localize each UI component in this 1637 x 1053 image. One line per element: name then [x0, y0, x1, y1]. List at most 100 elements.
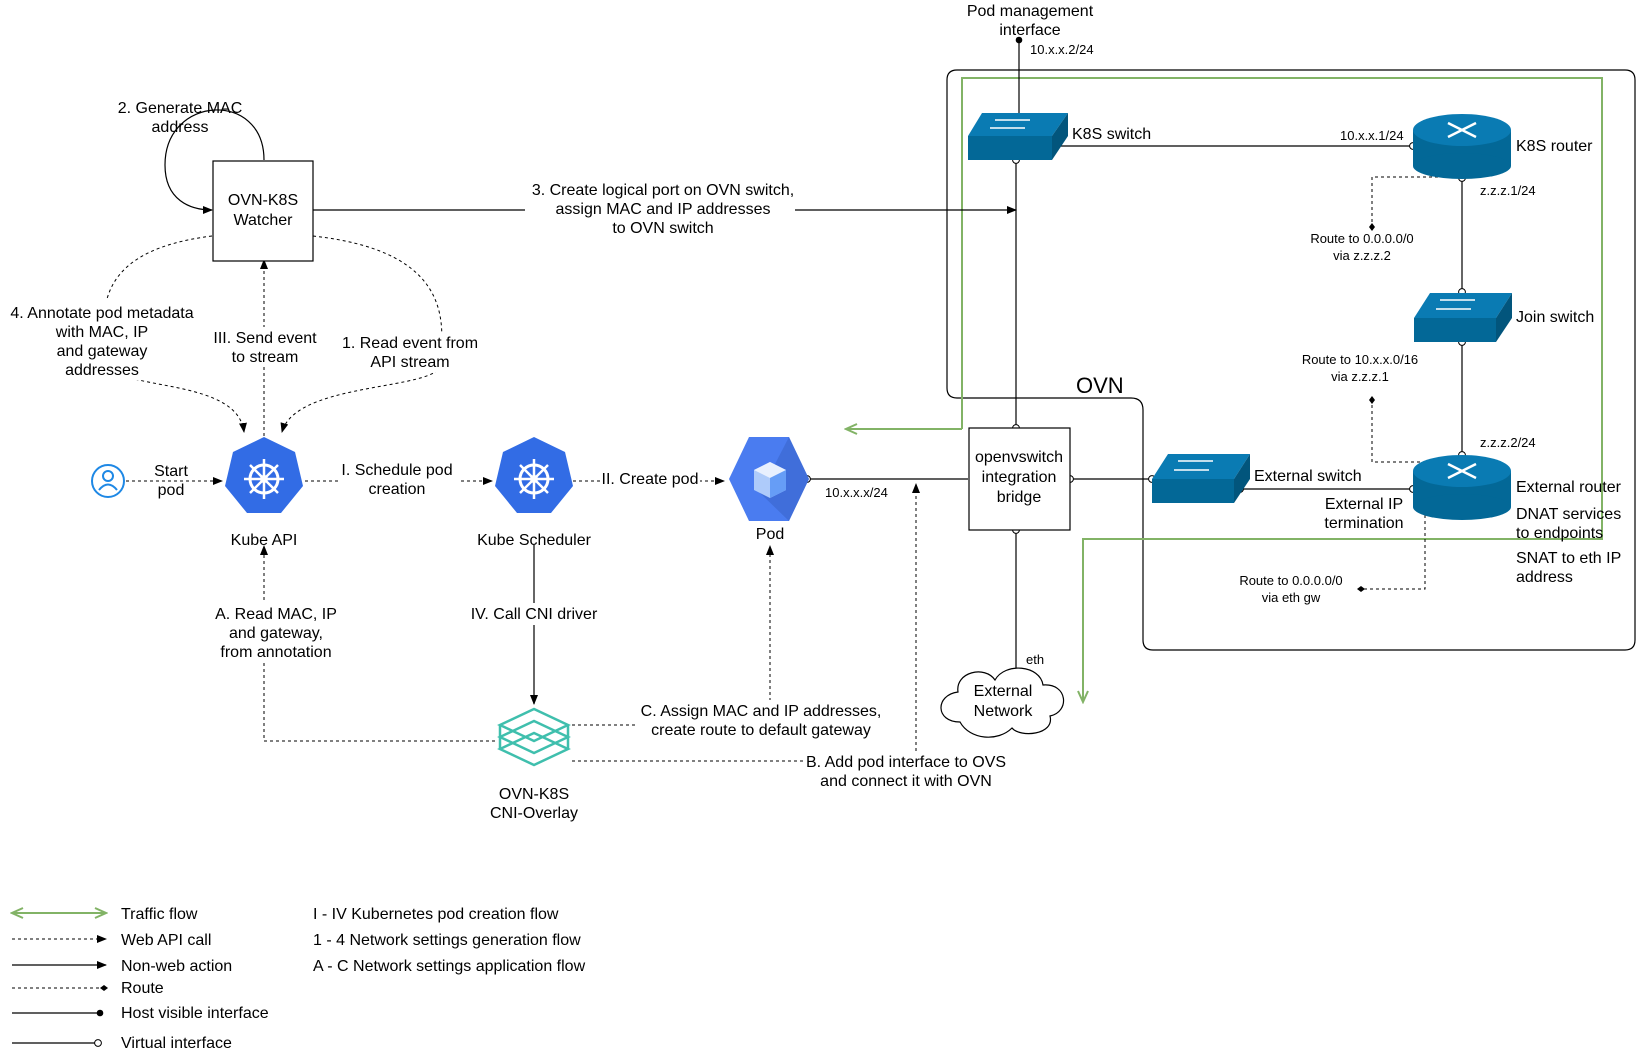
snat-label-1: SNAT to eth IP — [1516, 550, 1621, 567]
generate-mac-loop — [164, 109, 265, 214]
router-k8s-ip: 10.x.x.1/24 — [1340, 128, 1404, 143]
svg-text:addresses: addresses — [65, 362, 139, 379]
dnat-label-1: DNAT services — [1516, 506, 1621, 523]
pod-icon[interactable] — [729, 437, 809, 521]
svg-text:to OVN switch: to OVN switch — [612, 220, 713, 237]
watcher-label-1: OVN-K8S — [228, 192, 298, 209]
schedule-label: I. Schedule pod creation — [338, 458, 458, 498]
annotate-label: 4. Annotate pod metadata with MAC, IP an… — [8, 300, 198, 380]
svg-text:1. Read event from: 1. Read event from — [342, 335, 478, 352]
svg-text:IV. Call CNI driver: IV. Call CNI driver — [471, 606, 598, 623]
svg-text:with MAC, IP: with MAC, IP — [55, 324, 148, 341]
assign-mac-arrow — [572, 545, 774, 726]
ovs-bridge-box[interactable]: openvswitch integration bridge — [968, 427, 1071, 531]
bridge-label-3: bridge — [997, 489, 1042, 506]
route2-line — [1369, 396, 1420, 463]
read-event-label: 1. Read event from API stream — [340, 332, 480, 372]
external-switch-icon[interactable] — [1152, 454, 1250, 503]
svg-text:from annotation: from annotation — [220, 644, 331, 661]
kube-scheduler-icon[interactable] — [495, 437, 573, 513]
k8s-router-label: K8S router — [1516, 138, 1593, 155]
external-switch-label: External switch — [1254, 468, 1362, 485]
dnat-label-2: to endpoints — [1516, 525, 1603, 542]
generate-mac-label-1: 2. Generate MAC — [118, 100, 243, 117]
svg-text:API stream: API stream — [370, 354, 449, 371]
cni-label-2: CNI-Overlay — [490, 805, 578, 822]
mgmt-ip: 10.x.x.2/24 — [1030, 42, 1094, 57]
create-pod-label: II. Create pod — [600, 468, 700, 488]
watcher-label-2: Watcher — [234, 212, 294, 229]
svg-text:I. Schedule pod: I. Schedule pod — [341, 462, 452, 479]
pod-mgmt-label-2: interface — [999, 22, 1060, 39]
svg-text:III. Send event: III. Send event — [213, 330, 317, 347]
route1-label-1: Route to 0.0.0.0/0 — [1310, 231, 1413, 246]
svg-text:II. Create pod: II. Create pod — [602, 471, 699, 488]
bridge-label-2: integration — [982, 469, 1057, 486]
k8s-switch-icon[interactable] — [968, 113, 1068, 160]
external-router-icon[interactable] — [1413, 455, 1511, 520]
read-mac-label: A. Read MAC, IP and gateway, from annota… — [210, 602, 340, 662]
pod-mgmt-label-1: Pod management — [967, 3, 1094, 20]
route2-label-1: Route to 10.x.x.0/16 — [1302, 352, 1418, 367]
call-cni-label: IV. Call CNI driver — [470, 603, 600, 625]
eth-label: eth — [1026, 652, 1044, 667]
cni-overlay-icon[interactable] — [497, 707, 571, 767]
svg-text:to stream: to stream — [232, 349, 299, 366]
external-network-label-1: External — [974, 683, 1033, 700]
external-router-label: External router — [1516, 479, 1622, 496]
route3-label-1: Route to 0.0.0.0/0 — [1239, 573, 1342, 588]
send-event-label: III. Send event to stream — [210, 327, 320, 367]
user-icon[interactable] — [91, 464, 125, 498]
external-ip-label-1: External IP — [1325, 496, 1403, 513]
legend-web: Web API call — [121, 932, 211, 949]
router-z2-ip: z.z.z.2/24 — [1480, 435, 1536, 450]
svg-text:and gateway: and gateway — [57, 343, 148, 360]
svg-text:A. Read MAC, IP: A. Read MAC, IP — [215, 606, 337, 623]
add-iface-label: B. Add pod interface to OVS and connect … — [803, 751, 1008, 791]
assign-mac-label: C. Assign MAC and IP addresses, create r… — [638, 700, 888, 740]
svg-text:and connect it with OVN: and connect it with OVN — [820, 773, 992, 790]
read-event-arrow — [280, 235, 443, 433]
join-switch-label: Join switch — [1516, 309, 1594, 326]
external-ip-label-2: termination — [1324, 515, 1403, 532]
svg-text:3. Create logical port on OVN: 3. Create logical port on OVN switch, — [532, 182, 794, 199]
route3-line — [1357, 515, 1426, 592]
route2-label-2: via z.z.z.1 — [1331, 369, 1389, 384]
route3-label-2: via eth gw — [1262, 590, 1321, 605]
generate-mac-label-2: address — [152, 119, 209, 136]
k8s-switch-label: K8S switch — [1072, 126, 1151, 143]
snat-label-2: address — [1516, 569, 1573, 586]
kube-scheduler-label: Kube Scheduler — [477, 532, 592, 549]
external-network-label-2: Network — [974, 703, 1034, 720]
legend-flow-2: 1 - 4 Network settings generation flow — [313, 932, 581, 949]
watcher-box[interactable]: OVN-K8S Watcher — [212, 160, 314, 262]
external-network-cloud[interactable] — [940, 667, 1065, 738]
router-z1-ip: z.z.z.1/24 — [1480, 183, 1536, 198]
route1-label-2: via z.z.z.2 — [1333, 248, 1391, 263]
cni-label-1: OVN-K8S — [499, 786, 569, 803]
pod-label: Pod — [756, 526, 784, 543]
legend-flow-1: I - IV Kubernetes pod creation flow — [313, 906, 559, 923]
create-port-label: 3. Create logical port on OVN switch, as… — [525, 176, 795, 238]
join-switch-icon[interactable] — [1414, 293, 1512, 342]
bridge-label-1: openvswitch — [975, 449, 1063, 466]
traffic-flow-path — [961, 77, 1603, 702]
route1-line — [1369, 176, 1462, 231]
ovn-container — [946, 69, 1636, 651]
ovn-label: OVN — [1076, 373, 1124, 398]
legend: Traffic flow Web API call Non-web action… — [12, 906, 586, 1052]
svg-text:and gateway,: and gateway, — [229, 625, 323, 642]
legend-traffic: Traffic flow — [121, 906, 198, 923]
legend-flow-3: A - C Network settings application flow — [313, 958, 586, 975]
legend-route: Route — [121, 980, 164, 997]
legend-nonweb: Non-web action — [121, 958, 232, 975]
svg-text:create route to default gatewa: create route to default gateway — [651, 722, 871, 739]
svg-text:4. Annotate pod metadata: 4. Annotate pod metadata — [10, 305, 193, 322]
start-pod-label-2: pod — [158, 482, 185, 499]
svg-text:assign MAC and IP addresses: assign MAC and IP addresses — [556, 201, 771, 218]
svg-text:B. Add pod interface to OVS: B. Add pod interface to OVS — [806, 754, 1006, 771]
kube-api-icon[interactable] — [225, 437, 303, 513]
svg-text:C. Assign MAC and IP addresses: C. Assign MAC and IP addresses, — [641, 703, 882, 720]
k8s-router-icon[interactable] — [1413, 114, 1511, 179]
